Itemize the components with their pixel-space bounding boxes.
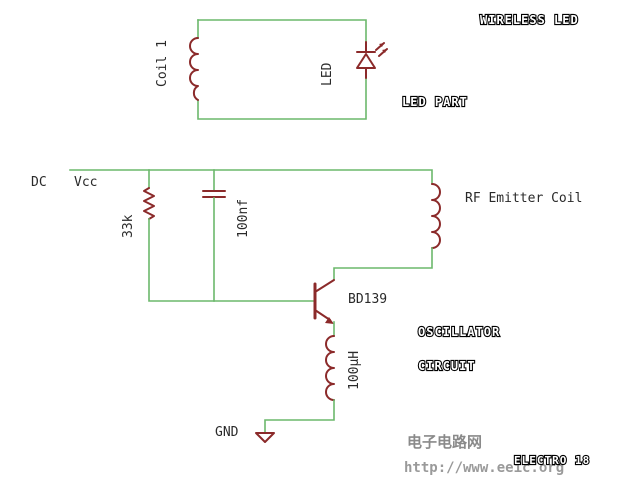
inductor-100uh xyxy=(325,335,335,401)
transistor-label: BD139 xyxy=(348,292,387,307)
vcc-rail-wire xyxy=(69,169,433,185)
ground-symbol xyxy=(255,432,275,443)
led-part-heading: LED PART xyxy=(402,95,468,109)
bd139-transistor xyxy=(313,279,335,324)
led-part-circuit: Coil 1 LED xyxy=(155,19,388,120)
resistor-33k xyxy=(143,187,155,220)
capacitor-100nf xyxy=(202,190,226,198)
wireless-led-heading: WIRELESS LED xyxy=(480,13,579,27)
led-loop-wire-right xyxy=(197,77,367,120)
ground-wire xyxy=(264,399,335,433)
coil1-label: Coil 1 xyxy=(155,40,170,87)
rf-coil-label: RF Emitter Coil xyxy=(465,191,582,206)
base-bias-wire xyxy=(148,218,316,302)
coil1-inductor xyxy=(189,37,199,101)
led-diode-symbol xyxy=(356,41,388,79)
oscillator-heading: OSCILLATOR xyxy=(418,325,500,339)
watermark-credit-text: ELECTRO 18 xyxy=(514,454,590,467)
dc-label: DC xyxy=(31,175,47,190)
collector-wire xyxy=(333,247,433,280)
watermark-chinese-text: 电子电路网 xyxy=(407,433,482,451)
capacitor-label: 100nf xyxy=(236,199,251,238)
led-loop-wire-top xyxy=(197,19,367,43)
inductor-label: 100µH xyxy=(347,351,362,390)
led-label: LED xyxy=(320,62,335,86)
rf-emitter-coil xyxy=(431,183,441,249)
gnd-label: GND xyxy=(215,425,239,440)
resistor-label: 33k xyxy=(121,214,136,238)
watermark-url-text: http://www.eeic.org xyxy=(404,460,564,476)
circuit-heading: CIRCUIT xyxy=(418,359,476,373)
oscillator-circuit: DC Vcc 33k 100nf RF Emitter Coil BD139 1… xyxy=(31,169,582,443)
vcc-label: Vcc xyxy=(74,175,97,190)
